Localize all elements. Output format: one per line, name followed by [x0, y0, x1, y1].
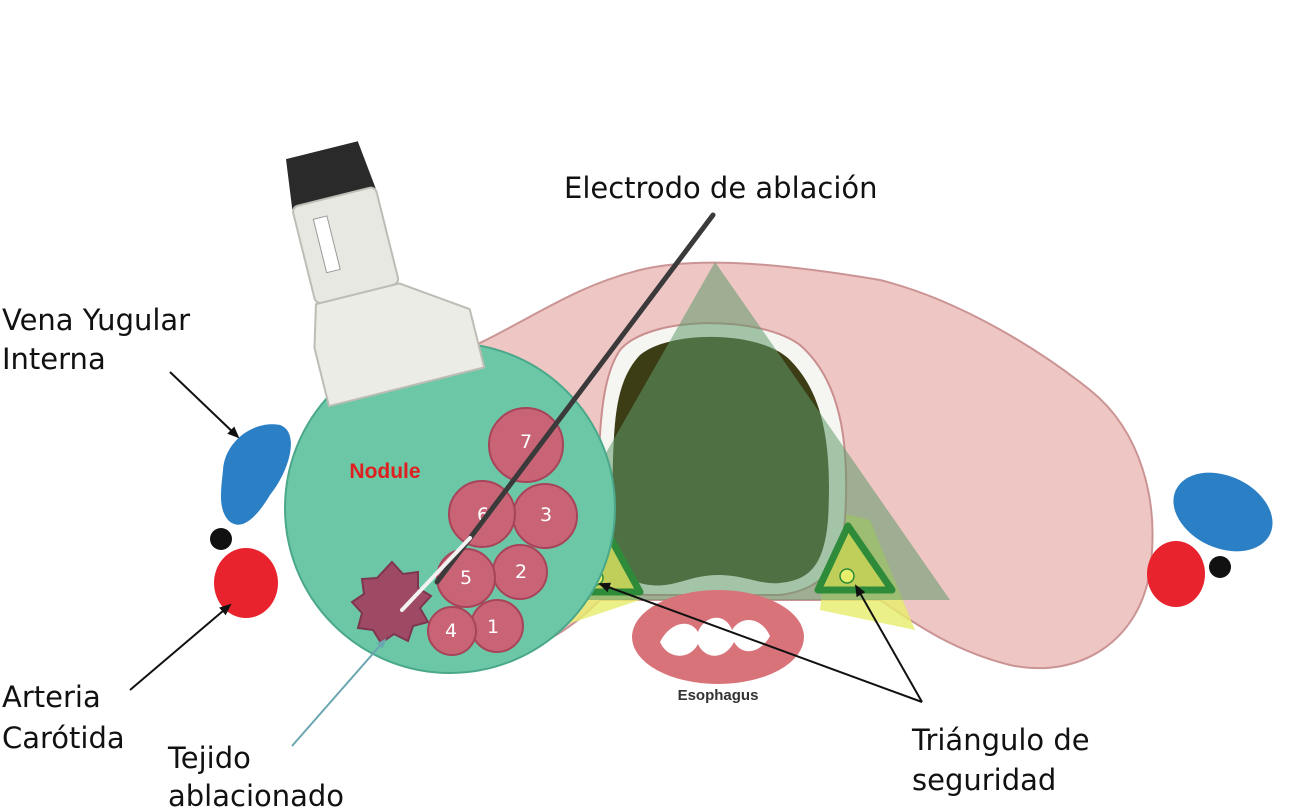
jugular-arrow	[169, 371, 240, 439]
ablated-tissue-arrow	[291, 638, 387, 747]
jugular-label-line1: Vena Yugular	[2, 303, 190, 337]
ablation-electrode	[434, 212, 716, 585]
ablation-zone-number: 3	[540, 504, 552, 526]
esophagus-label: Esophagus	[678, 687, 759, 704]
danger-triangle	[522, 262, 950, 600]
right-safety-triangle	[814, 522, 896, 594]
carotid-label-line1: Arteria	[2, 680, 101, 714]
ablation-zone	[488, 407, 564, 483]
electrode-active-tip	[400, 536, 472, 612]
nodule-label: Nodule	[349, 460, 420, 483]
carotid-label-line2: Carótida	[2, 721, 125, 755]
left-jugular-vein	[220, 424, 291, 525]
electrode-label: Electrodo de ablación	[564, 171, 878, 205]
ablation-zone-number: 4	[445, 620, 457, 642]
ablation-zone-number: 1	[487, 616, 499, 638]
ablation-zone-number: 2	[515, 561, 527, 583]
safety-label-line2: seguridad	[912, 763, 1056, 797]
ablated-label-line1: Tejido	[167, 741, 251, 775]
safety-arrow-left	[598, 582, 923, 703]
safety-label-line1: Triángulo de	[911, 723, 1090, 757]
ablated-tissue	[350, 560, 433, 645]
ablation-zone-numbers: 7 3 6 2 5 1 4	[445, 431, 552, 642]
esophagus	[632, 590, 804, 684]
right-safety-target	[839, 568, 855, 584]
left-carotid-artery	[214, 548, 278, 618]
right-jugular-vein	[1173, 472, 1273, 552]
right-carotid-artery	[1147, 541, 1205, 607]
ultrasound-probe	[285, 141, 486, 408]
right-vagus-nerve	[1209, 556, 1231, 578]
ablation-zone	[427, 606, 477, 656]
ablation-zone-number: 7	[520, 431, 532, 453]
jugular-label-line2: Interna	[2, 342, 106, 376]
safety-arrow-right	[855, 584, 923, 703]
ablated-label-line2: ablacionado	[168, 779, 344, 810]
left-vagus-nerve	[210, 528, 232, 550]
ablation-zone-number: 5	[460, 567, 472, 589]
carotid-arrow	[129, 603, 232, 691]
